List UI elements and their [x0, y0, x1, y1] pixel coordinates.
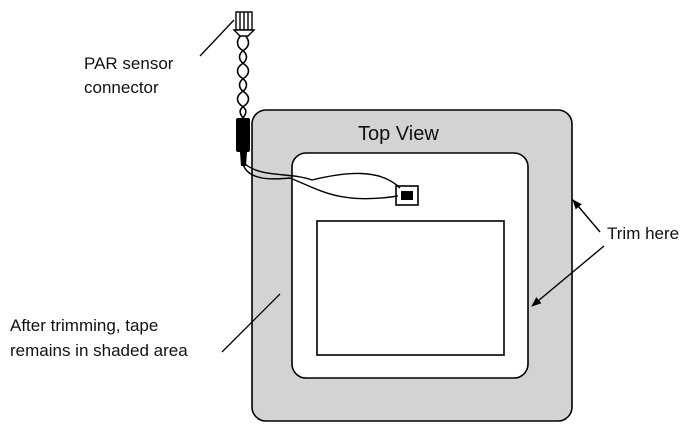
trim-here-label: Trim here [607, 224, 679, 243]
trim-arrow-lower [531, 245, 605, 307]
after-trimming-label-line1: After trimming, tape [10, 316, 158, 335]
sensor-cable [242, 163, 399, 200]
after-trimming-label-line2: remains in shaded area [10, 341, 188, 360]
connector-label-line2: connector [84, 78, 159, 97]
sensor-plate [316, 220, 505, 356]
connector-plug [232, 11, 256, 37]
trim-arrow-upper [572, 199, 601, 233]
connector-leader [199, 19, 235, 57]
after-trimming-leader [221, 293, 281, 353]
connector-label-line1: PAR sensor [84, 54, 174, 73]
sensor-cable-2 [244, 163, 401, 189]
par-sensor [395, 185, 419, 206]
cable-boot-tip [240, 152, 247, 166]
twisted-wire [236, 33, 250, 119]
cable-boot [236, 118, 250, 152]
top-view-title: Top View [358, 123, 439, 145]
